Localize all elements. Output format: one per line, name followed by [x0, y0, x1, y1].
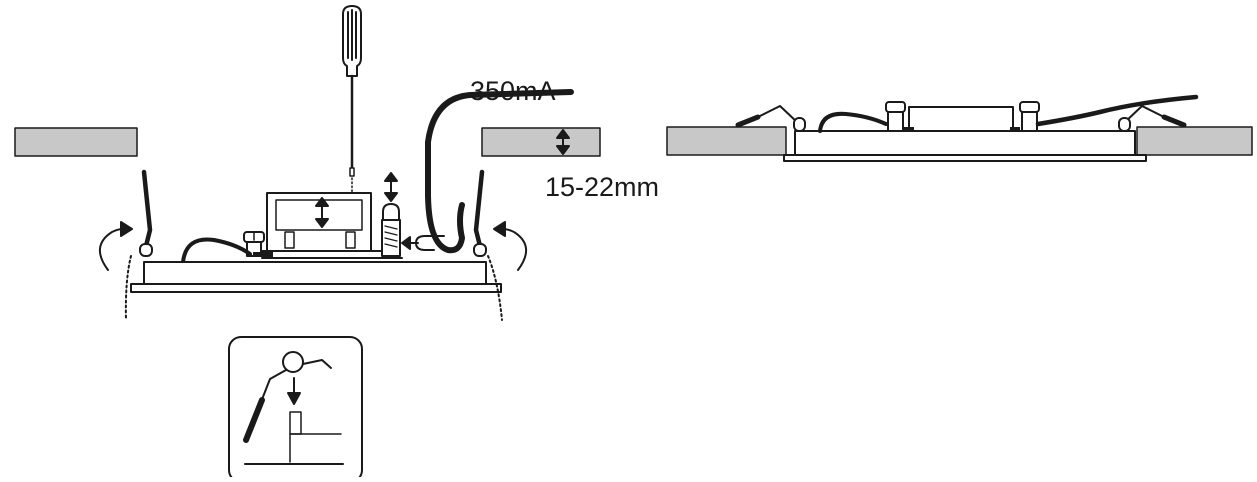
installed-slab-left	[666, 126, 787, 156]
installed-internal-wire	[818, 111, 888, 133]
power-cable	[425, 89, 574, 254]
installed-power-cable	[1035, 94, 1199, 127]
ceiling-slab-right	[481, 127, 601, 157]
installed-slab-right	[1136, 126, 1253, 156]
rotate-arrow-right-icon	[493, 221, 527, 271]
current-rating-label: 350mA	[470, 76, 556, 106]
installed-clip-right	[1118, 105, 1187, 132]
spring-clip-right	[473, 169, 503, 321]
downlight-body	[130, 261, 502, 293]
installed-screw-left	[885, 101, 906, 132]
installed-trim	[783, 154, 1147, 162]
installed-clip-left	[735, 105, 806, 132]
installed-screw-right	[1019, 101, 1040, 132]
screw-post-right	[381, 203, 401, 257]
push-arrow-icon	[401, 235, 445, 251]
spring-clip-left	[124, 169, 153, 321]
screw-adjust-arrow-icon	[384, 172, 398, 202]
installed-driver	[908, 106, 1014, 132]
installed-view	[666, 94, 1253, 162]
ceiling-slab-left	[14, 127, 138, 157]
thickness-arrow-icon	[556, 129, 570, 155]
press-down-pictogram-icon	[228, 336, 363, 482]
install-view	[14, 5, 601, 321]
internal-wire	[181, 237, 252, 264]
installed-body	[794, 130, 1136, 157]
installed-clamp-right	[1010, 127, 1020, 132]
ceiling-thickness-label: 15-22mm	[545, 172, 660, 202]
rotate-arrow-left-icon	[99, 221, 133, 271]
installed-clamp-left	[904, 127, 914, 132]
driver-adjust-arrow-icon	[315, 197, 329, 228]
